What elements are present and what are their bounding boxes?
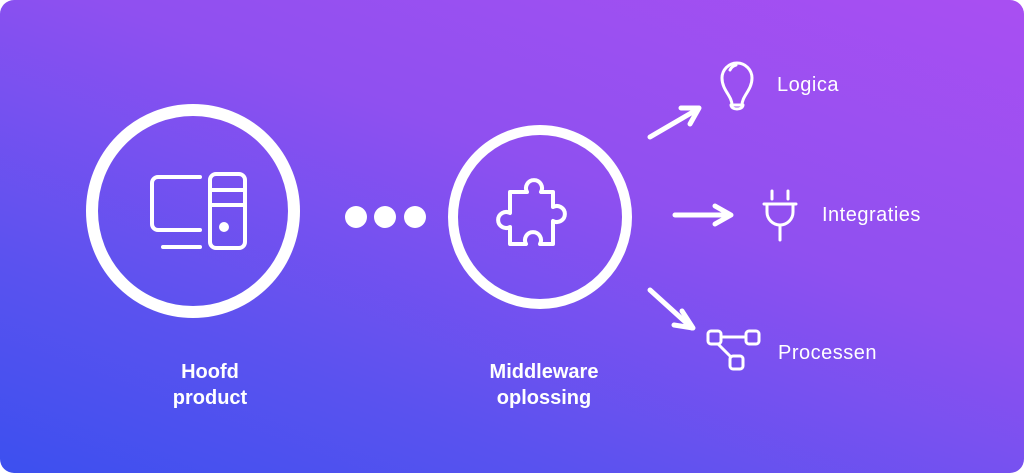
arrow-to-processen <box>647 287 696 331</box>
process-flow-icon <box>706 329 761 371</box>
middleware-label: Middleware oplossing <box>444 359 644 411</box>
desktop-computer-icon <box>150 172 247 250</box>
arrow-to-integraties <box>672 203 734 227</box>
middleware-node <box>448 125 632 309</box>
main-product-label: Hoofd product <box>110 359 310 411</box>
arrow-to-logica <box>647 105 702 140</box>
puzzle-piece-icon <box>496 178 567 246</box>
lightbulb-icon <box>720 61 754 111</box>
output-label-integraties: Integraties <box>822 204 921 226</box>
middleware-label-line2: oplossing <box>496 387 592 409</box>
arrows <box>647 105 734 331</box>
plug-icon <box>762 189 798 242</box>
connector-dots <box>345 206 426 228</box>
middleware-label-line1: Middleware <box>489 361 599 383</box>
main-product-label-line2: product <box>172 387 248 409</box>
output-label-processen: Processen <box>778 342 877 364</box>
output-label-logica: Logica <box>777 74 839 96</box>
main-product-node <box>86 104 300 318</box>
main-product-label-line1: Hoofd <box>181 361 239 383</box>
